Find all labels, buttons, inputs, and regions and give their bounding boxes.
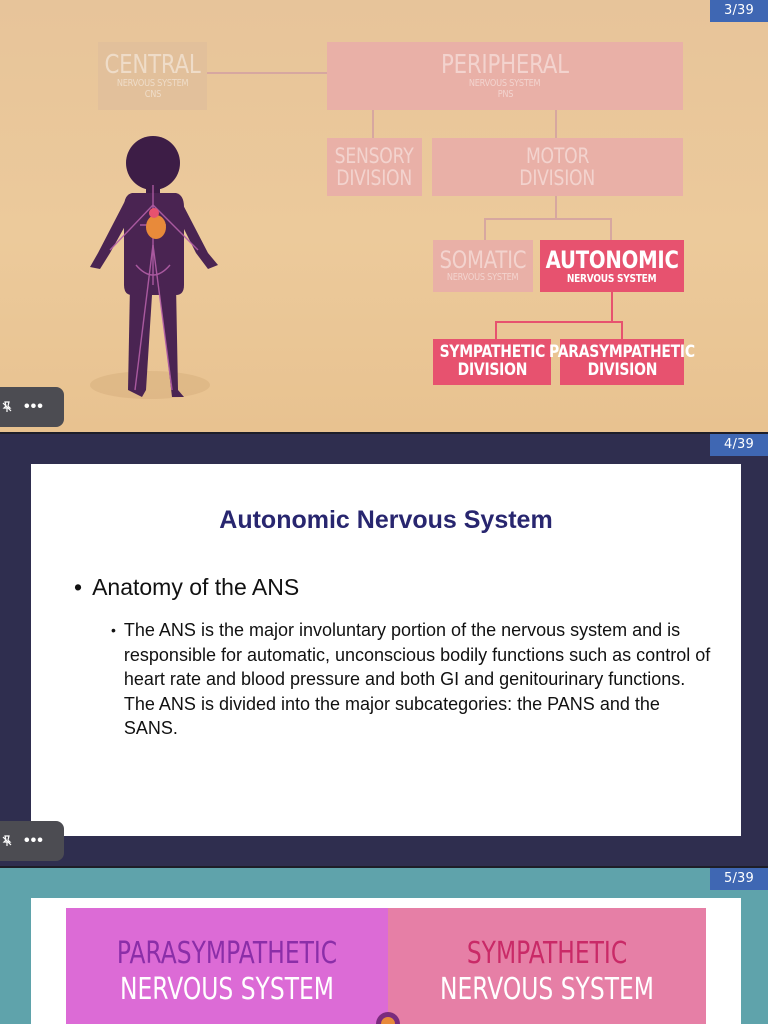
pin-off-icon	[2, 401, 12, 412]
more-options-icon: •••	[24, 398, 44, 415]
connector	[611, 292, 613, 322]
connector	[372, 110, 374, 138]
connector	[555, 196, 557, 218]
panel-subtitle: NERVOUS SYSTEM	[120, 972, 334, 1007]
center-organ-graphic	[376, 1012, 400, 1024]
brain-graphic	[518, 1020, 598, 1024]
connector	[484, 218, 611, 220]
pin-off-icon	[2, 835, 12, 846]
connector	[610, 218, 612, 240]
brain-graphic	[186, 1020, 266, 1024]
connector	[495, 321, 497, 339]
panel-subtitle: NERVOUS SYSTEM	[440, 972, 654, 1007]
motor-division-box: MOTOR DIVISION	[432, 138, 683, 196]
sympathetic-division-box: SYMPATHETIC DIVISION	[433, 339, 551, 385]
bullet-text: Anatomy of the ANS	[92, 574, 300, 600]
somatic-nervous-system-box: SOMATIC NERVOUS SYSTEM	[433, 240, 533, 292]
nervous-system-figure	[90, 136, 218, 399]
sympathetic-panel: SYMPATHETIC NERVOUS SYSTEM	[388, 908, 706, 1024]
bullet-icon: •	[74, 574, 83, 600]
slide-options-button[interactable]: •••	[0, 821, 64, 861]
connector	[207, 72, 327, 74]
panel-title: PARASYMPATHETIC	[116, 936, 338, 971]
central-nervous-system-box: CENTRAL NERVOUS SYSTEM CNS	[98, 42, 207, 110]
slide-options-button[interactable]: •••	[0, 387, 64, 427]
slide-4: 4/39 Autonomic Nervous System • Anatomy …	[0, 434, 768, 866]
parasympathetic-panel: PARASYMPATHETIC NERVOUS SYSTEM	[66, 908, 388, 1024]
more-options-icon: •••	[24, 832, 44, 849]
sub-bullet-text: The ANS is the major involuntary portion…	[123, 620, 711, 738]
bullet-icon: •	[111, 622, 116, 638]
slide-3: 3/39 CENTRAL NERVOUS SYSTEM CNS PERIPHER…	[0, 0, 768, 432]
page-indicator: 3/39	[710, 0, 768, 22]
autonomic-nervous-system-box: AUTONOMIC NERVOUS SYSTEM	[540, 240, 684, 292]
connector	[495, 321, 623, 323]
peripheral-nervous-system-box: PERIPHERAL NERVOUS SYSTEM PNS	[327, 42, 683, 110]
connector	[555, 110, 557, 138]
page-indicator: 4/39	[710, 434, 768, 456]
connector	[621, 321, 623, 339]
slide-content: Autonomic Nervous System • Anatomy of th…	[31, 464, 741, 836]
slide-5: 5/39 PARASYMPATHETIC NERVOUS SYSTEM SYMP…	[0, 868, 768, 1024]
bullet-item: • Anatomy of the ANS	[74, 574, 299, 601]
parasympathetic-division-box: PARASYMPATHETIC DIVISION	[549, 339, 695, 385]
slide-title: Autonomic Nervous System	[219, 506, 553, 534]
page-indicator: 5/39	[710, 868, 768, 890]
sub-bullet-item: • The ANS is the major involuntary porti…	[111, 618, 711, 741]
panel-title: SYMPATHETIC	[466, 936, 628, 971]
sensory-division-box: SENSORY DIVISION	[327, 138, 422, 196]
connector	[484, 218, 486, 240]
